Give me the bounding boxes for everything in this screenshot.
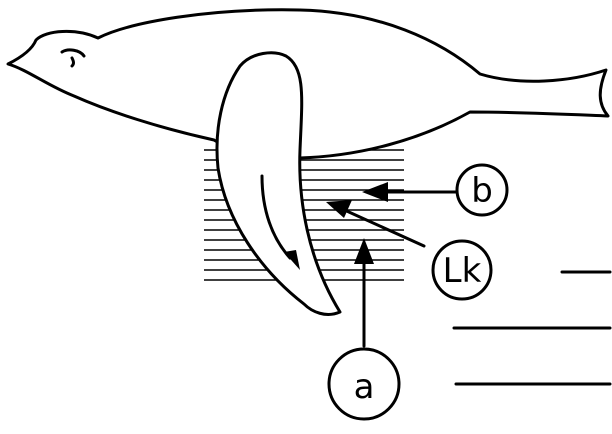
label-lk-circle bbox=[431, 239, 493, 301]
label-a-circle bbox=[327, 347, 401, 421]
wing-outline bbox=[215, 51, 342, 316]
wing-stroke-arrowhead bbox=[284, 250, 300, 270]
arrow-b-head bbox=[362, 182, 388, 202]
label-b-circle bbox=[455, 163, 509, 217]
label-a-text: a bbox=[354, 367, 375, 407]
arrow-lk-head bbox=[326, 200, 352, 218]
arrow-a-head bbox=[354, 238, 374, 264]
label-b-text: b bbox=[471, 171, 493, 211]
wing-stroke-arrow bbox=[260, 174, 292, 260]
bird-body-outline bbox=[6, 8, 610, 160]
eye-icon bbox=[60, 48, 86, 68]
arrow-lk-shaft bbox=[338, 206, 426, 248]
label-lk-text: Lk bbox=[443, 251, 482, 291]
